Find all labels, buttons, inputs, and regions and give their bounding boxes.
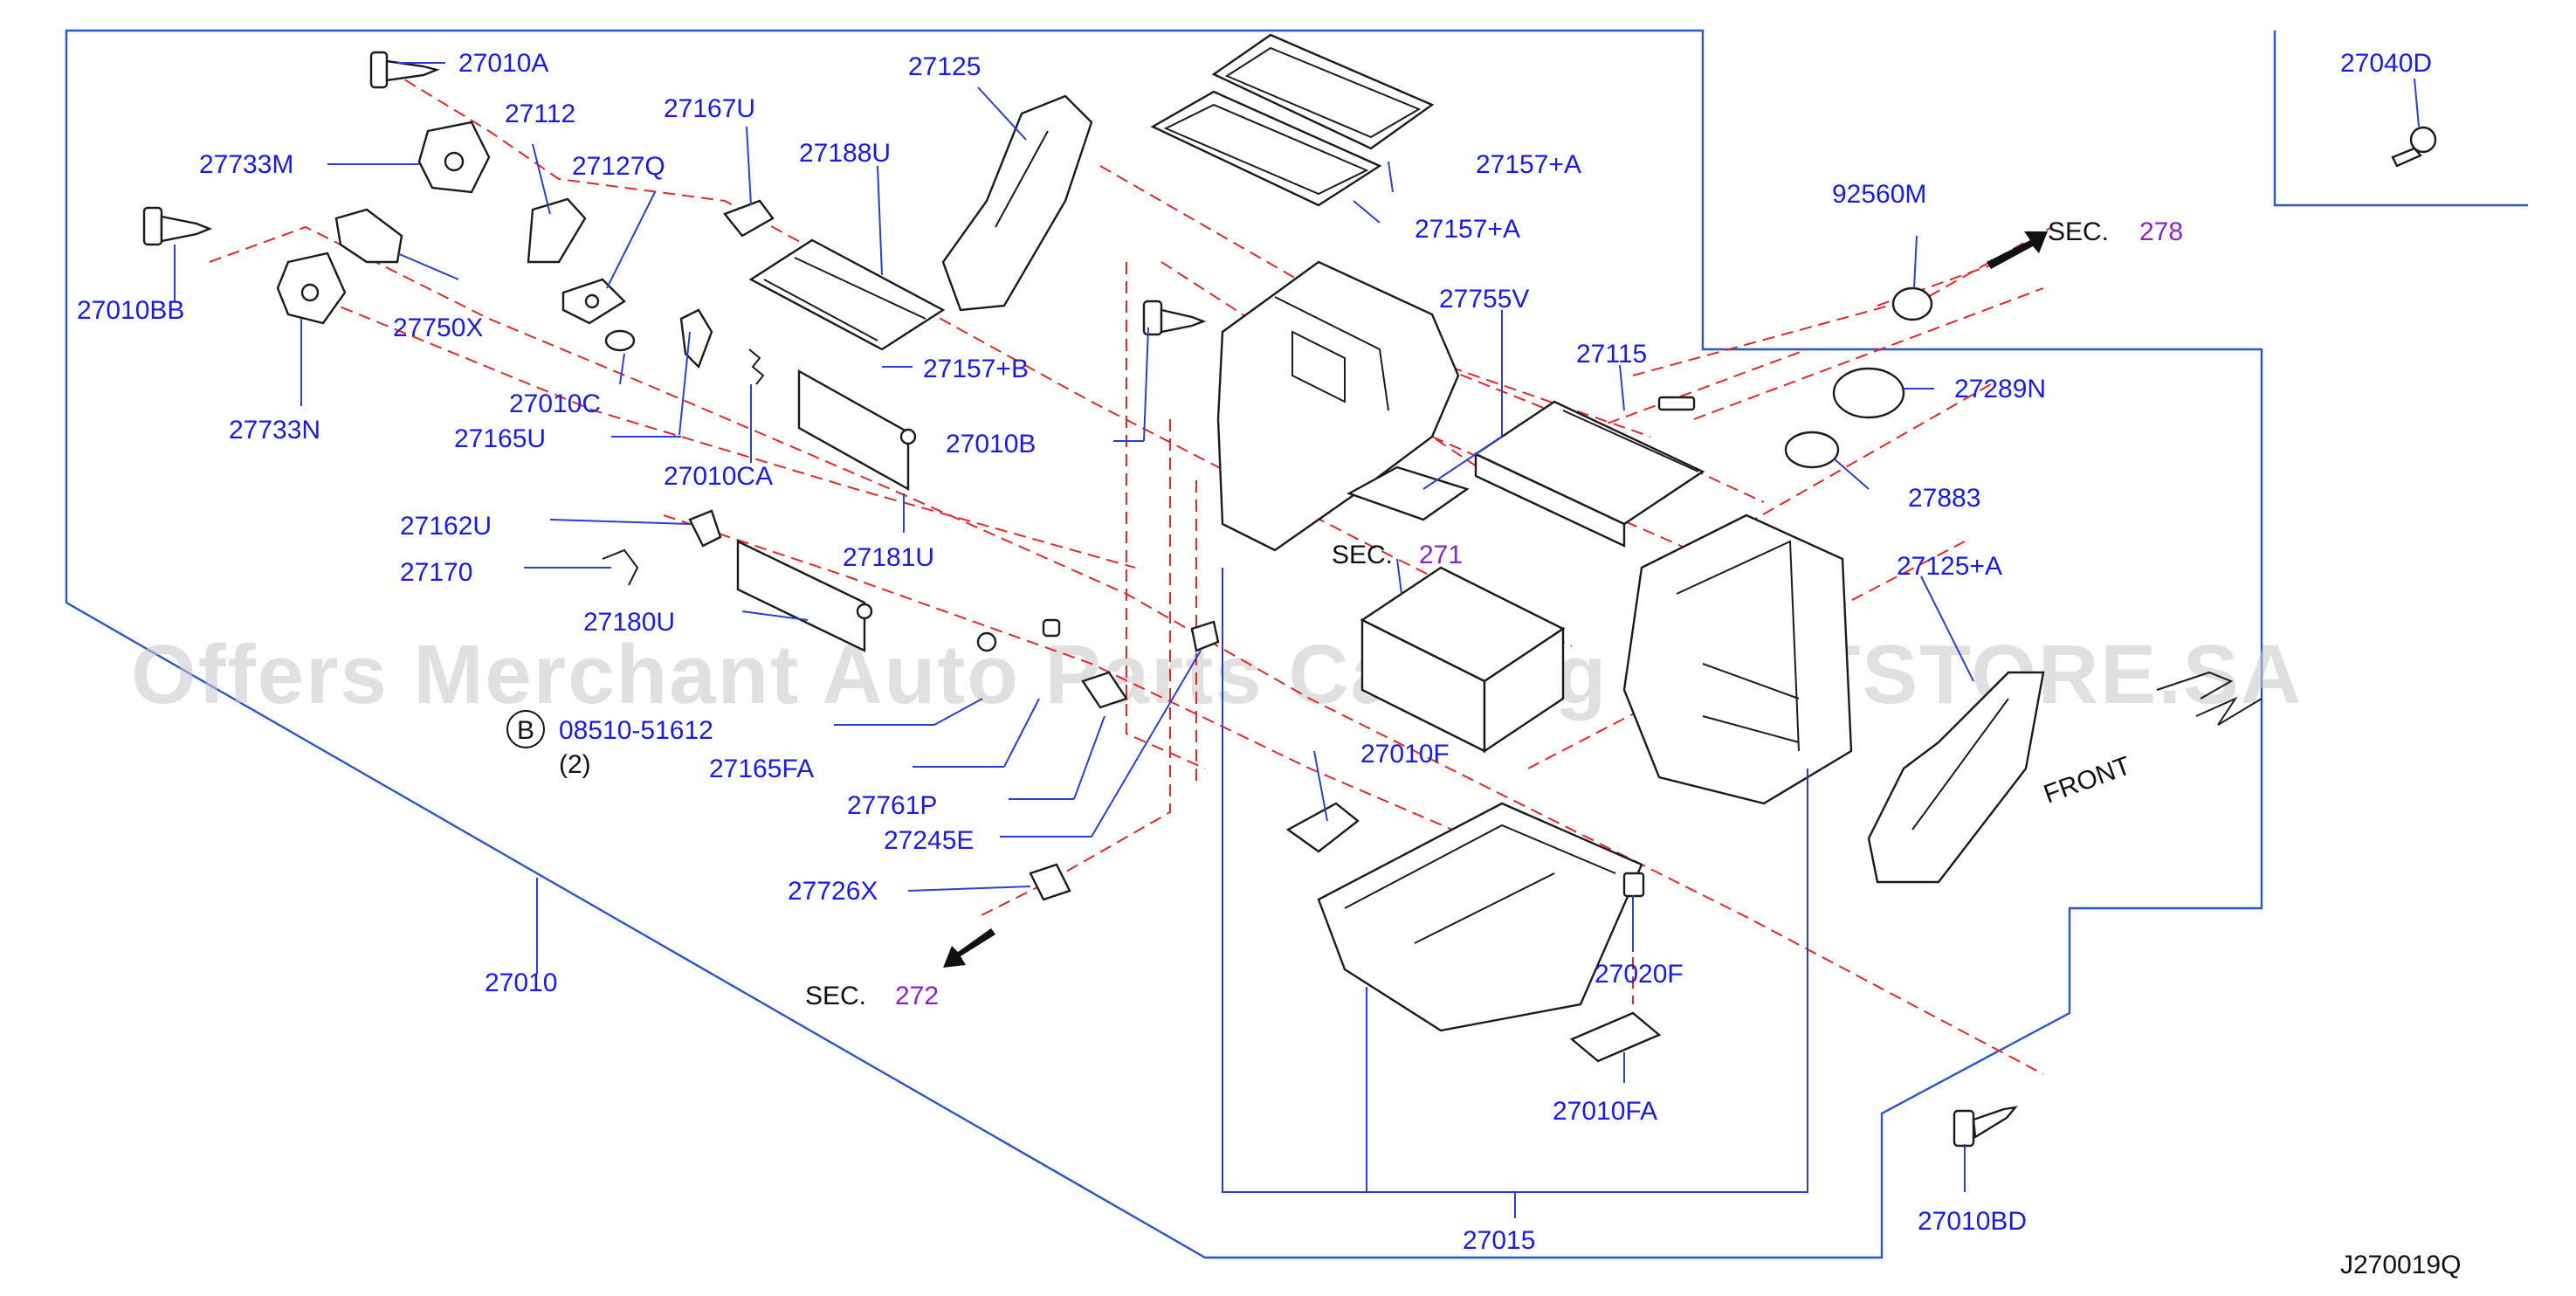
filter-27157a-lower-icon (1150, 90, 1382, 207)
label-92560m: 92560M (1832, 180, 1926, 209)
detail-box-boundary (2273, 31, 2528, 207)
label-27010c: 27010C (509, 389, 601, 418)
spring-27010ca-icon (748, 348, 765, 385)
arrow-sec-272-icon (943, 928, 995, 968)
label-27157a-upper: 27157+A (1476, 150, 1581, 179)
label-27761p: 27761P (847, 791, 937, 820)
label-27289n: 27289N (1954, 375, 2046, 403)
diagram-code: J270019Q (2340, 1251, 2461, 1279)
front-arrow-icon (2156, 671, 2234, 700)
assembly-boundary (65, 29, 2263, 1259)
label-27020f: 27020F (1595, 960, 1684, 989)
duct-27125-icon (941, 94, 1093, 312)
seal-27289n-icon (1832, 367, 1905, 419)
link-27165u-icon (679, 308, 713, 369)
label-sec-278: SEC. (2048, 217, 2109, 246)
washer-27010c-icon (604, 329, 636, 352)
actuator-27733n-icon (276, 252, 347, 325)
label-27157b: 27157+B (923, 355, 1029, 383)
label-sec-272: SEC. (805, 982, 866, 1010)
actuator-27733m-icon (417, 121, 491, 194)
leader-lines (174, 62, 2420, 1218)
door-27188u-icon (748, 238, 946, 351)
sec-272-number: 272 (895, 982, 939, 1010)
screw-27010bb-icon (142, 206, 213, 246)
part-27020f-icon (1622, 872, 1645, 898)
label-27010a: 27010A (458, 49, 548, 78)
label-27180u: 27180U (583, 608, 675, 637)
label-27157a-lower: 27157+A (1415, 215, 1520, 244)
label-27010bb: 27010BB (77, 296, 184, 325)
label-27115: 27115 (1576, 340, 1647, 369)
heater-core-27115-icon (1473, 396, 1705, 548)
screw-27165fa-icon (976, 618, 1061, 652)
label-27010: 27010 (485, 969, 557, 997)
label-27733n: 27733N (229, 416, 320, 445)
label-27883: 27883 (1908, 484, 1980, 513)
tray-lower-case-icon (1317, 802, 1643, 1032)
sec-278-number: 278 (2139, 217, 2183, 246)
label-27162u: 27162U (400, 512, 492, 541)
lever-27112-icon (527, 197, 587, 264)
actuator-27761p-icon (1081, 671, 1128, 709)
duct-27125a-icon (1867, 671, 2045, 884)
link-27167u-icon (723, 199, 775, 238)
label-27750x: 27750X (393, 314, 483, 342)
screw-27010bd-icon (1953, 1106, 2018, 1148)
label-27125a: 27125+A (1897, 552, 2002, 581)
clip-27245e-icon (1190, 620, 1220, 652)
label-quantity: (2) (559, 750, 591, 779)
clip-27162u-icon (688, 509, 722, 548)
grommet-27883-icon (1784, 431, 1840, 469)
label-sec-271: SEC. (1332, 541, 1393, 569)
bolt-symbol: B (517, 716, 534, 745)
label-08510-51612: 08510-51612 (559, 716, 713, 745)
evaporator-block-icon (1360, 566, 1566, 754)
bolt-symbol-circle (506, 710, 545, 748)
label-27726x: 27726X (788, 877, 878, 906)
housing-rear-icon (1622, 514, 1853, 805)
label-27010f: 27010F (1360, 740, 1450, 769)
label-27010fa: 27010FA (1553, 1097, 1657, 1126)
filter-27157a-upper-icon (1211, 33, 1435, 150)
label-27010bd: 27010BD (1918, 1207, 2027, 1236)
housing-upper-icon (1216, 260, 1460, 552)
label-27165u: 27165U (454, 424, 546, 453)
link-27750x-icon (334, 208, 403, 264)
sensor-27726x-icon (1029, 863, 1071, 901)
bracket-27010f-icon (1285, 802, 1360, 853)
label-27010ca: 27010CA (664, 462, 773, 491)
label-27733m: 27733M (199, 150, 293, 179)
label-27015: 27015 (1463, 1226, 1535, 1255)
front-zigzag-icon (2195, 696, 2263, 726)
label-27167u: 27167U (664, 94, 755, 123)
label-27040d: 27040D (2340, 49, 2432, 78)
label-27188u: 27188U (799, 139, 891, 168)
sec-271-number: 271 (1419, 541, 1463, 569)
arrow-sec-278-icon (1987, 231, 2048, 269)
screw-27040d-icon (2391, 126, 2437, 168)
label-27112: 27112 (505, 100, 575, 128)
label-27755v: 27755V (1439, 285, 1529, 314)
screw-27010b-icon (1142, 300, 1207, 336)
door-27180u-icon (736, 540, 873, 652)
label-27245e: 27245E (884, 826, 974, 855)
spring-27170-icon (602, 548, 639, 586)
label-27170: 27170 (400, 558, 472, 587)
label-27125: 27125 (908, 52, 981, 81)
label-27165fa: 27165FA (709, 755, 814, 783)
bracket-27010fa-icon (1569, 1011, 1662, 1063)
plate-27127q-icon (561, 278, 626, 325)
front-label: FRONT (2040, 751, 2134, 809)
label-27010b: 27010B (946, 430, 1036, 458)
label-27127q: 27127Q (572, 152, 665, 181)
grommet-92560m-icon (1891, 286, 1933, 321)
door-27181u-icon (797, 369, 917, 492)
label-27181u: 27181U (843, 543, 934, 572)
screw-27010a-icon (369, 51, 440, 89)
